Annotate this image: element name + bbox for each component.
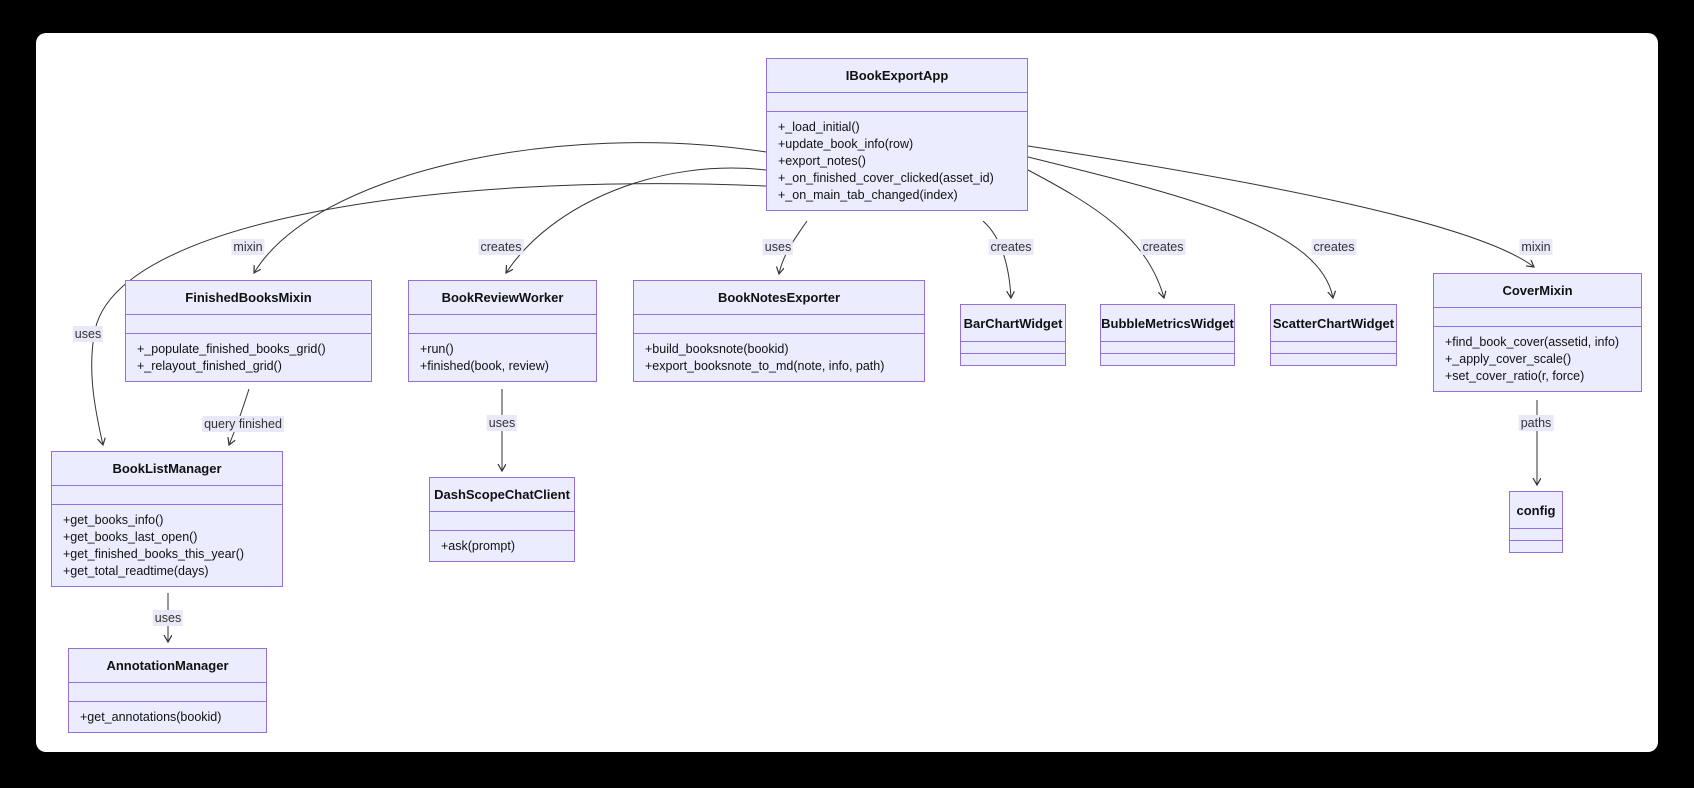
class-config: config <box>1509 491 1563 553</box>
class-methods: +get_annotations(bookid) <box>69 702 266 732</box>
edge-label-creates-barchart: creates <box>988 239 1034 255</box>
method: +ask(prompt) <box>441 539 515 553</box>
class-ibookexportapp: IBookExportApp +_load_initial() +update_… <box>766 58 1028 211</box>
class-attributes-empty <box>961 341 1065 353</box>
class-title: AnnotationManager <box>69 649 266 683</box>
class-title: BookListManager <box>52 452 282 486</box>
method: +_on_main_tab_changed(index) <box>778 188 958 202</box>
method: +set_cover_ratio(r, force) <box>1445 369 1585 383</box>
class-title: BookNotesExporter <box>634 281 924 315</box>
class-annotationmanager: AnnotationManager +get_annotations(booki… <box>68 648 267 733</box>
method: +get_total_readtime(days) <box>63 564 209 578</box>
class-methods: +_populate_finished_books_grid() +_relay… <box>126 334 371 381</box>
edge-label-mixin-right: mixin <box>1519 239 1553 255</box>
class-title: CoverMixin <box>1434 274 1641 308</box>
class-methods: +run() +finished(book, review) <box>409 334 596 381</box>
class-title: BarChartWidget <box>963 315 1063 331</box>
method: +run() <box>420 342 454 356</box>
class-booklistmanager: BookListManager +get_books_info() +get_b… <box>51 451 283 587</box>
method: +_populate_finished_books_grid() <box>137 342 326 356</box>
class-methods: +get_books_info() +get_books_last_open()… <box>52 505 282 586</box>
method: +_relayout_finished_grid() <box>137 359 282 373</box>
class-methods: +_load_initial() +update_book_info(row) … <box>767 112 1027 210</box>
class-bookreviewworker: BookReviewWorker +run() +finished(book, … <box>408 280 597 382</box>
edge-label-creates-reviewworker: creates <box>478 239 524 255</box>
class-barchartwidget: BarChartWidget <box>960 304 1066 366</box>
class-title: ScatterChartWidget <box>1272 315 1395 331</box>
class-attributes-empty <box>1271 341 1396 353</box>
class-covermixin: CoverMixin +find_book_cover(assetid, inf… <box>1433 273 1642 392</box>
class-attributes-empty <box>1510 528 1562 540</box>
edge-label-creates-bubblemetrics: creates <box>1140 239 1186 255</box>
method: +finished(book, review) <box>420 359 549 373</box>
method: +_apply_cover_scale() <box>1445 352 1572 366</box>
class-attributes-empty <box>767 93 1027 112</box>
class-title: IBookExportApp <box>767 59 1027 93</box>
method: +update_book_info(row) <box>778 137 914 151</box>
method: +export_booksnote_to_md(note, info, path… <box>645 359 885 373</box>
class-title: FinishedBooksMixin <box>126 281 371 315</box>
method: +_on_finished_cover_clicked(asset_id) <box>778 171 994 185</box>
class-title: config <box>1516 502 1556 518</box>
class-attributes-empty <box>52 486 282 505</box>
edge-label-uses-chatclient: uses <box>486 415 518 431</box>
class-finishedbooksmixin: FinishedBooksMixin +_populate_finished_b… <box>125 280 372 382</box>
edge-label-uses-booklistmanager: uses <box>72 326 104 342</box>
method: +build_booksnote(bookid) <box>645 342 789 356</box>
method: +get_finished_books_this_year() <box>63 547 245 561</box>
edge-label-mixin-left: mixin <box>231 239 265 255</box>
class-scatterchartwidget: ScatterChartWidget <box>1270 304 1397 366</box>
class-attributes-empty <box>1434 308 1641 327</box>
class-methods-empty <box>961 353 1065 365</box>
edge-label-uses-annotationmanager: uses <box>152 610 184 626</box>
edge-label-creates-scatterchart: creates <box>1311 239 1357 255</box>
class-methods-empty <box>1510 540 1562 552</box>
method: +get_annotations(bookid) <box>80 710 222 724</box>
class-attributes-empty <box>69 683 266 702</box>
class-attributes-empty <box>430 512 574 531</box>
class-methods: +ask(prompt) <box>430 531 574 561</box>
edge-label-query-finished: query finished <box>202 416 284 432</box>
class-methods-empty <box>1271 353 1396 365</box>
method: +get_books_last_open() <box>63 530 198 544</box>
edge-label-paths-config: paths <box>1518 415 1554 431</box>
class-attributes-empty <box>1101 341 1234 353</box>
class-title: DashScopeChatClient <box>430 478 574 512</box>
class-dashscopechatclient: DashScopeChatClient +ask(prompt) <box>429 477 575 562</box>
class-methods-empty <box>1101 353 1234 365</box>
class-methods: +build_booksnote(bookid) +export_booksno… <box>634 334 924 381</box>
class-attributes-empty <box>126 315 371 334</box>
method: +_load_initial() <box>778 120 860 134</box>
class-booknotesexporter: BookNotesExporter +build_booksnote(booki… <box>633 280 925 382</box>
method: +find_book_cover(assetid, info) <box>1445 335 1620 349</box>
class-attributes-empty <box>409 315 596 334</box>
class-attributes-empty <box>634 315 924 334</box>
method: +export_notes() <box>778 154 866 168</box>
edge-label-uses-notesexporter: uses <box>762 239 794 255</box>
class-title: BubbleMetricsWidget <box>1101 315 1234 331</box>
class-bubblemetricswidget: BubbleMetricsWidget <box>1100 304 1235 366</box>
class-methods: +find_book_cover(assetid, info) +_apply_… <box>1434 327 1641 391</box>
method: +get_books_info() <box>63 513 164 527</box>
class-title: BookReviewWorker <box>409 281 596 315</box>
